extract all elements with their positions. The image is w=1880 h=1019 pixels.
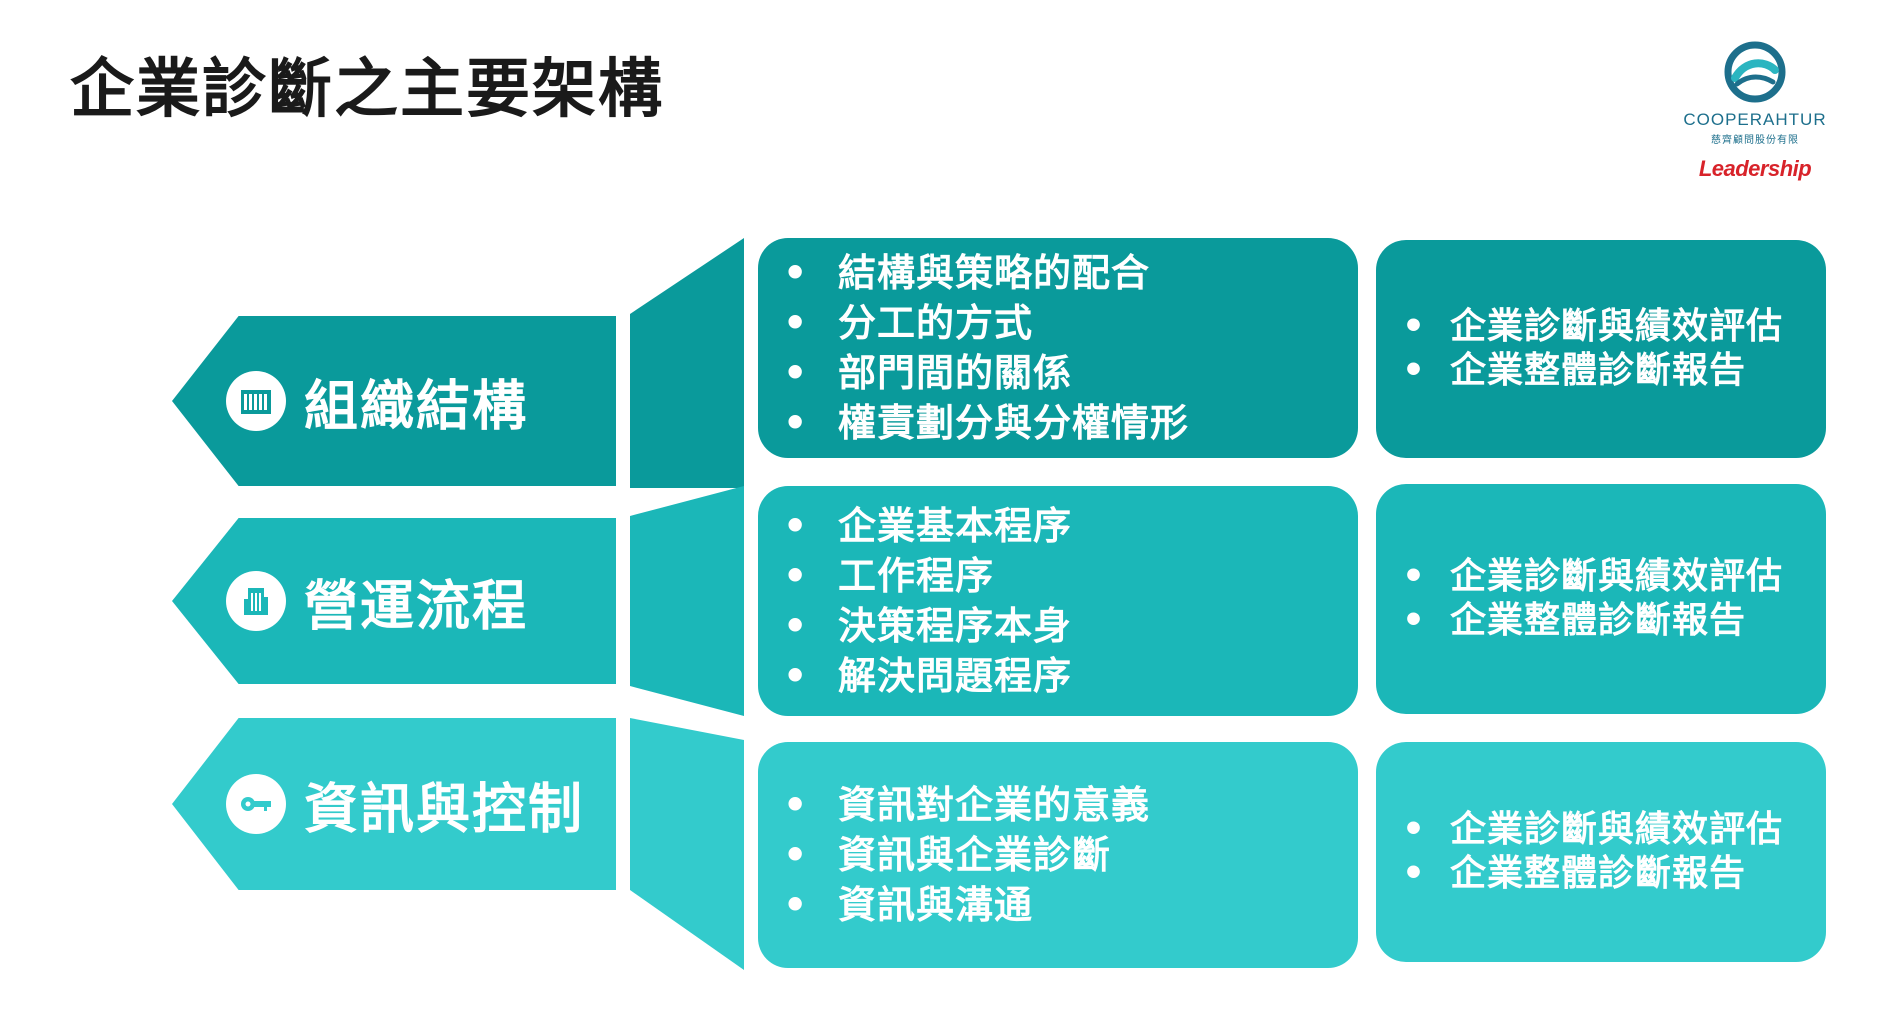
key-icon [226,774,286,834]
list-item: 資訊與溝通 [783,880,1358,930]
list-item: 工作程序 [783,551,1358,601]
list-item: 企業整體診斷報告 [1402,852,1826,896]
company-logo: COOPERAHTUR 慈齊顧問股份有限 Leadership [1680,40,1830,182]
list-item: 企業診斷與績效評估 [1402,305,1826,349]
list-item: 企業診斷與績效評估 [1402,808,1826,852]
logo-name-zh: 慈齊顧問股份有限 [1711,135,1799,146]
row-organization-items-box: 結構與策略的配合 分工的方式 部門間的關係 權責劃分與分權情形 [758,238,1358,458]
row-information-outputs-box: 企業診斷與績效評估 企業整體診斷報告 [1376,742,1826,962]
list-item: 資訊對企業的意義 [783,780,1358,830]
list-item: 部門間的關係 [783,348,1358,398]
row-operations-outputs-box: 企業診斷與績效評估 企業整體診斷報告 [1376,484,1826,714]
list-item: 企業整體診斷報告 [1402,349,1826,393]
list-item: 企業診斷與績效評估 [1402,555,1826,599]
list-item: 解決問題程序 [783,651,1358,701]
row-operations-label: 營運流程 [304,574,528,638]
logo-mark-icon [1724,41,1786,103]
row-operations-arrow: 營運流程 [172,518,616,684]
list-item: 企業基本程序 [783,501,1358,551]
row-organization-label: 組織結構 [304,374,528,438]
row-operations-connector [630,486,744,716]
row-information-label: 資訊與控制 [304,777,584,841]
row-operations-items-box: 企業基本程序 工作程序 決策程序本身 解決問題程序 [758,486,1358,716]
list-item: 分工的方式 [783,298,1358,348]
row-organization-outputs-box: 企業診斷與績效評估 企業整體診斷報告 [1376,240,1826,458]
row-information-arrow: 資訊與控制 [172,718,616,890]
row-organization-connector [630,238,744,488]
list-item: 決策程序本身 [783,601,1358,651]
logo-name-en: COOPERAHTUR [1683,110,1827,129]
list-item: 結構與策略的配合 [783,248,1358,298]
row-organization-arrow: 組織結構 [172,316,616,486]
building-icon [226,371,286,431]
list-item: 資訊與企業診斷 [783,830,1358,880]
office-building-icon [226,571,286,631]
page-title: 企業診斷之主要架構 [70,53,664,127]
row-information-connector [630,718,744,970]
list-item: 權責劃分與分權情形 [783,398,1358,448]
logo-tagline: Leadership [1698,156,1812,181]
row-information-items-box: 資訊對企業的意義 資訊與企業診斷 資訊與溝通 [758,742,1358,968]
list-item: 企業整體診斷報告 [1402,599,1826,643]
